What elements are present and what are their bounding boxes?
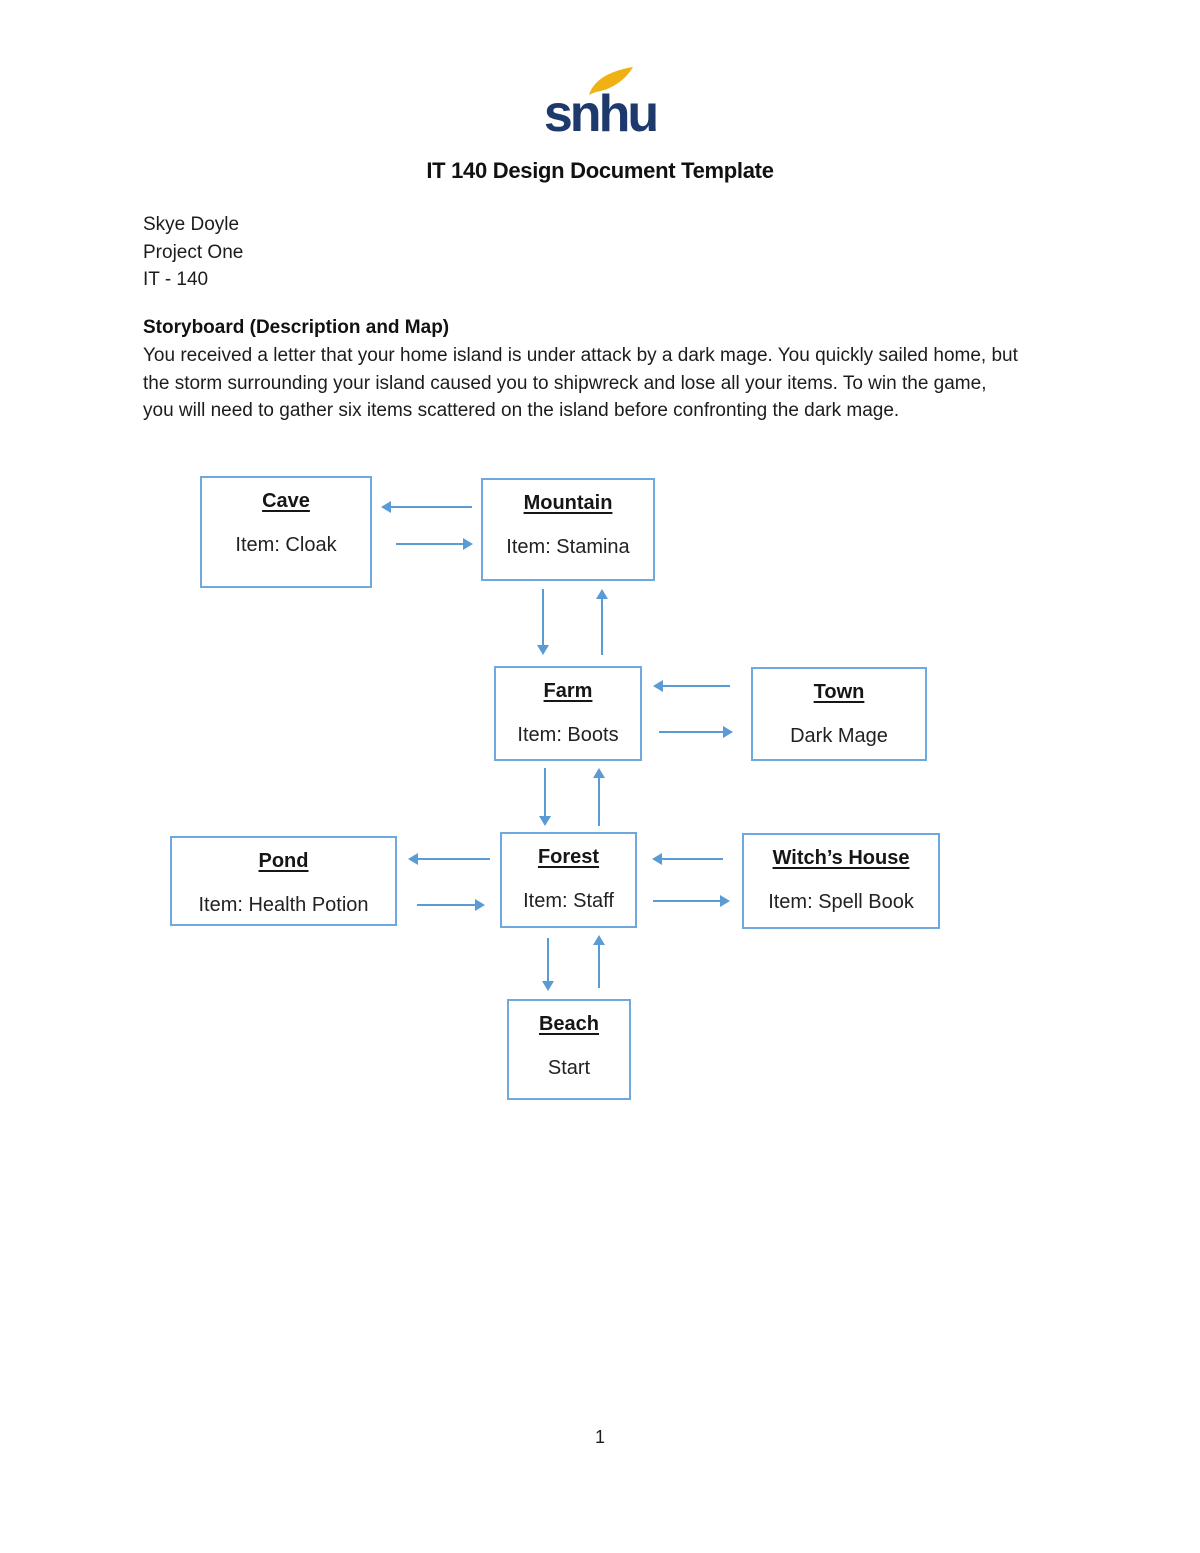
arrow-farm-to-forest bbox=[539, 768, 551, 826]
map-room-beach: Beach Start bbox=[507, 999, 631, 1100]
room-item: Item: Boots bbox=[517, 724, 619, 746]
map-room-town: Town Dark Mage bbox=[751, 667, 927, 761]
room-item: Start bbox=[547, 1057, 591, 1079]
arrow-farm-to-town bbox=[659, 726, 733, 738]
map-room-farm: Farm Item: Boots bbox=[494, 666, 642, 761]
arrow-witchs-house-to-forest bbox=[652, 853, 723, 865]
room-title: Farm bbox=[543, 680, 593, 702]
room-title: Cave bbox=[262, 490, 310, 512]
description-line: the storm surrounding your island caused… bbox=[143, 372, 987, 394]
arrow-forest-to-beach bbox=[542, 938, 554, 991]
map-room-pond: Pond Item: Health Potion bbox=[170, 836, 397, 926]
arrow-farm-to-mountain bbox=[596, 589, 608, 655]
map-room-mountain: Mountain Item: Stamina bbox=[481, 478, 655, 581]
arrow-pond-to-forest bbox=[417, 899, 485, 911]
arrow-forest-to-pond bbox=[408, 853, 490, 865]
description-line: you will need to gather six items scatte… bbox=[143, 400, 900, 421]
room-item: Item: Health Potion bbox=[198, 894, 369, 916]
arrow-cave-to-mountain bbox=[396, 538, 473, 550]
page-number: 1 bbox=[594, 1427, 605, 1447]
room-title: Pond bbox=[258, 850, 309, 872]
room-item: Item: Spell Book bbox=[768, 891, 914, 913]
arrow-beach-to-forest bbox=[593, 935, 605, 988]
storyboard-heading: Storyboard (Description and Map) bbox=[143, 317, 450, 338]
arrow-forest-to-witchs-house bbox=[653, 895, 730, 907]
arrow-town-to-farm bbox=[653, 680, 730, 692]
author-block: Skye Doyle Project One IT - 140 bbox=[143, 211, 243, 294]
room-title: Town bbox=[813, 681, 865, 703]
document-title: IT 140 Design Document Template bbox=[426, 158, 774, 183]
map-room-forest: Forest Item: Staff bbox=[500, 832, 637, 928]
room-item: Dark Mage bbox=[790, 725, 888, 747]
logo-text: snhu bbox=[543, 85, 659, 143]
arrow-forest-to-farm bbox=[593, 768, 605, 826]
arrow-mountain-to-cave bbox=[381, 501, 472, 513]
snhu-logo: snhu bbox=[0, 67, 1200, 143]
room-title: Beach bbox=[538, 1013, 600, 1035]
room-item: Item: Cloak bbox=[235, 534, 337, 556]
project-name: Project One bbox=[143, 241, 244, 263]
course-number: IT - 140 bbox=[143, 269, 209, 290]
map-room-witchs-house: Witch’s House Item: Spell Book bbox=[742, 833, 940, 929]
room-item: Item: Stamina bbox=[506, 536, 630, 558]
room-title: Mountain bbox=[523, 492, 613, 514]
gold-leaf-icon bbox=[588, 67, 633, 95]
map-room-cave: Cave Item: Cloak bbox=[200, 476, 372, 588]
room-title: Witch’s House bbox=[772, 847, 910, 869]
arrow-mountain-to-farm bbox=[537, 589, 549, 655]
room-title: Forest bbox=[537, 846, 600, 868]
description-line: You received a letter that your home isl… bbox=[143, 345, 1018, 366]
room-item: Item: Staff bbox=[523, 890, 614, 912]
storyboard-description: You received a letter that your home isl… bbox=[143, 342, 1083, 425]
author-name: Skye Doyle bbox=[143, 214, 240, 235]
